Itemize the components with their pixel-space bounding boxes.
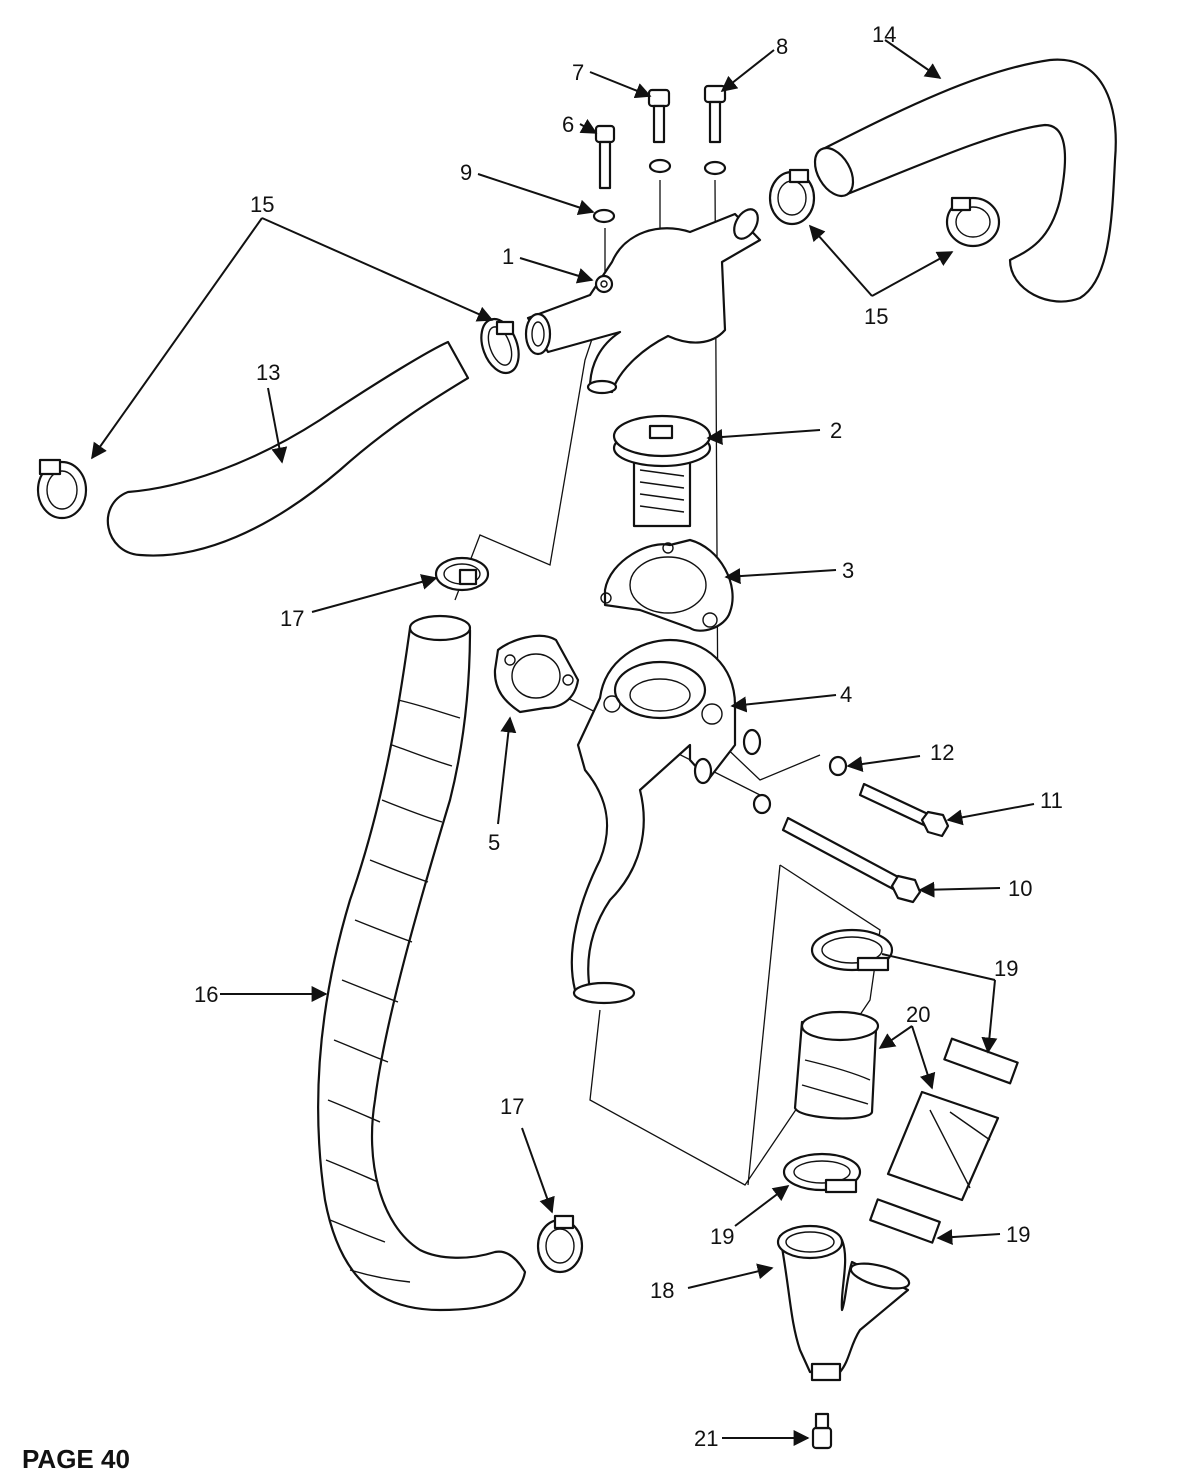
hose-sleeve-20-cut xyxy=(886,1090,1000,1202)
callout-4: 4 xyxy=(840,682,852,707)
hose-13 xyxy=(106,340,470,557)
callout-1: 1 xyxy=(502,244,514,269)
hose-16 xyxy=(317,614,527,1312)
callout-12: 12 xyxy=(930,740,954,765)
callout-11: 11 xyxy=(1040,788,1063,813)
bolt-8 xyxy=(703,84,727,144)
hose-clamp-15-right-lower xyxy=(945,196,1001,248)
callout-19-right: 19 xyxy=(1006,1222,1030,1247)
hose-clamp-19-upper xyxy=(810,928,894,972)
washers xyxy=(592,158,727,224)
callout-10: 10 xyxy=(1008,876,1032,901)
thermostat-housing-4 xyxy=(570,638,762,1005)
gasket-5 xyxy=(493,634,580,714)
clamp-screw-19-right xyxy=(943,1037,1019,1085)
callout-5: 5 xyxy=(488,830,500,855)
callout-6: 6 xyxy=(562,112,574,137)
bolt-7 xyxy=(647,88,671,144)
callout-15-right: 15 xyxy=(864,304,888,329)
callout-17-upper: 17 xyxy=(280,606,304,631)
fitting-18 xyxy=(776,1224,911,1382)
hose-sleeve-20 xyxy=(793,1010,880,1120)
bolt-11 xyxy=(858,782,950,838)
callout-9: 9 xyxy=(460,160,472,185)
callout-19-left: 19 xyxy=(710,1224,734,1249)
hose-clamp-15-left-lower xyxy=(36,458,88,520)
callout-3: 3 xyxy=(842,558,854,583)
clamp-screw-19-lower xyxy=(869,1198,941,1244)
callout-labels: 1 2 3 4 5 6 7 8 9 10 11 12 13 14 15 15 1… xyxy=(194,22,1063,1451)
drain-plug-21 xyxy=(811,1412,833,1450)
washer-12 xyxy=(828,755,848,777)
callout-16: 16 xyxy=(194,982,218,1007)
hose-clamp-17-lower xyxy=(536,1214,584,1274)
bolt-6 xyxy=(594,124,616,190)
callout-14: 14 xyxy=(872,22,896,47)
thermostat-housing-1 xyxy=(524,208,762,395)
hose-clamp-15-right-upper xyxy=(768,168,816,226)
gasket-3 xyxy=(600,538,734,632)
hose-clamp-19-lower xyxy=(782,1152,862,1194)
bolt-10 xyxy=(752,793,922,904)
page-number-label: PAGE 40 xyxy=(22,1444,130,1474)
callout-15-left: 15 xyxy=(250,192,274,217)
hose-14 xyxy=(813,58,1117,303)
callout-21: 21 xyxy=(694,1426,718,1451)
callout-19-upper: 19 xyxy=(994,956,1018,981)
hose-clamp-17-upper xyxy=(434,556,490,592)
leader-lines xyxy=(91,39,1035,1446)
callout-8: 8 xyxy=(776,34,788,59)
callout-2: 2 xyxy=(830,418,842,443)
thermostat-2 xyxy=(612,414,712,528)
callout-17-lower: 17 xyxy=(500,1094,524,1119)
hose-clamp-15-left-upper xyxy=(480,317,520,375)
callout-20: 20 xyxy=(906,1002,930,1027)
callout-7: 7 xyxy=(572,60,584,85)
callout-13: 13 xyxy=(256,360,280,385)
callout-18: 18 xyxy=(650,1278,674,1303)
